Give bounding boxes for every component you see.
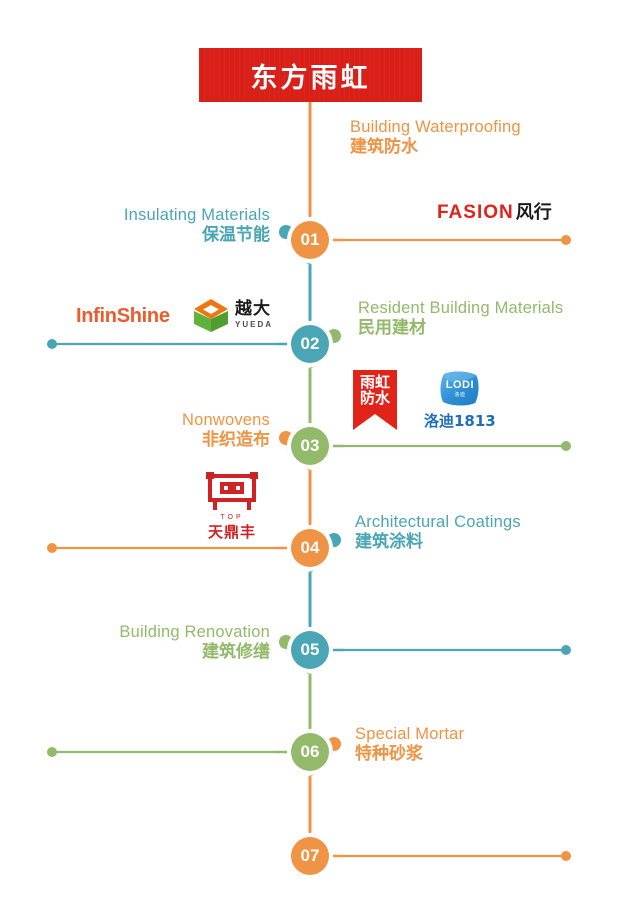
label-cn: 特种砂浆 [355,744,423,765]
node-07-endpoint [561,851,571,861]
logo-yuhong-line1: 雨虹 [359,373,390,391]
label-resident-building-materials: Resident Building Materials 民用建材 [358,298,563,340]
label-architectural-coatings: Architectural Coatings 建筑涂料 [355,512,521,554]
logo-tiandingfeng-latin: TOP [220,514,244,521]
ding-vessel-icon [206,472,258,510]
label-en: Nonwovens [181,411,270,429]
node-02-endpoint [47,339,57,349]
node-03[interactable]: 03 [291,427,329,465]
label-en: Building Renovation [119,623,270,641]
logo-lodi-sub: 洛迪 [454,392,466,398]
brand-banner: 东方雨虹 [199,48,422,102]
label-nonwovens: Nonwovens 非织造布 [20,410,270,452]
label-cn: 建筑涂料 [355,532,423,553]
logo-yueda-latin: YUEDA [235,320,274,329]
label-en: Architectural Coatings [355,513,521,531]
logo-tiandingfeng-cjk: 天鼎丰 [207,523,256,541]
label-building-waterproofing: Building Waterproofing 建筑防水 [350,117,521,159]
label-special-mortar: Special Mortar 特种砂浆 [355,724,464,766]
logo-lodi-latin: LODI [445,379,475,391]
label-insulating-materials: Insulating Materials 保温节能 [20,205,270,247]
label-building-renovation: Building Renovation 建筑修缮 [20,622,270,664]
node-04[interactable]: 04 [291,529,329,567]
node-06[interactable]: 06 [291,733,329,771]
label-cn: 建筑防水 [350,137,418,158]
logo-infinshine: InfinShine [76,305,170,327]
logo-yuhong: 雨虹 防水 [353,370,397,430]
yueda-wordmark: 越大 YUEDA [235,301,273,329]
node-07[interactable]: 07 [291,837,329,875]
logo-lodi: LODI 洛迪 洛迪1813 [424,370,496,431]
node-03-endpoint [561,441,571,451]
logo-fasion-latin: FASION [437,202,514,223]
node-01[interactable]: 01 [291,221,329,259]
logo-fasion-cjk: 风行 [515,202,552,223]
yuhong-banner-icon [353,370,397,430]
label-en: Resident Building Materials [358,299,564,317]
label-cn: 民用建材 [358,318,426,339]
node-06-endpoint [47,747,57,757]
logo-yuhong-text: 雨虹 防水 [353,373,397,408]
label-cn: 建筑修缮 [202,642,270,663]
logo-fasion: FASION 风行 [437,198,552,224]
lodi-blob-icon: LODI 洛迪 [438,370,481,408]
node-02[interactable]: 02 [291,325,329,363]
label-en: Building Waterproofing [350,118,521,136]
label-cn: 保温节能 [202,225,270,246]
brand-title: 东方雨虹 [250,62,371,94]
logo-lodi-cjk: 洛迪1813 [424,412,496,430]
logo-yueda: 越大 YUEDA [192,297,273,333]
logo-tiandingfeng: TOP 天鼎丰 [196,470,268,542]
label-en: Insulating Materials [123,206,270,224]
node-05-endpoint [561,645,571,655]
yueda-mark-icon [192,297,230,333]
node-05[interactable]: 05 [291,631,329,669]
label-en: Special Mortar [355,725,465,743]
label-cn: 非织造布 [202,430,270,451]
logo-yuhong-line2: 防水 [359,389,390,408]
node-04-endpoint [47,543,57,553]
node-01-endpoint [561,235,571,245]
logo-yueda-cjk: 越大 [235,299,271,319]
